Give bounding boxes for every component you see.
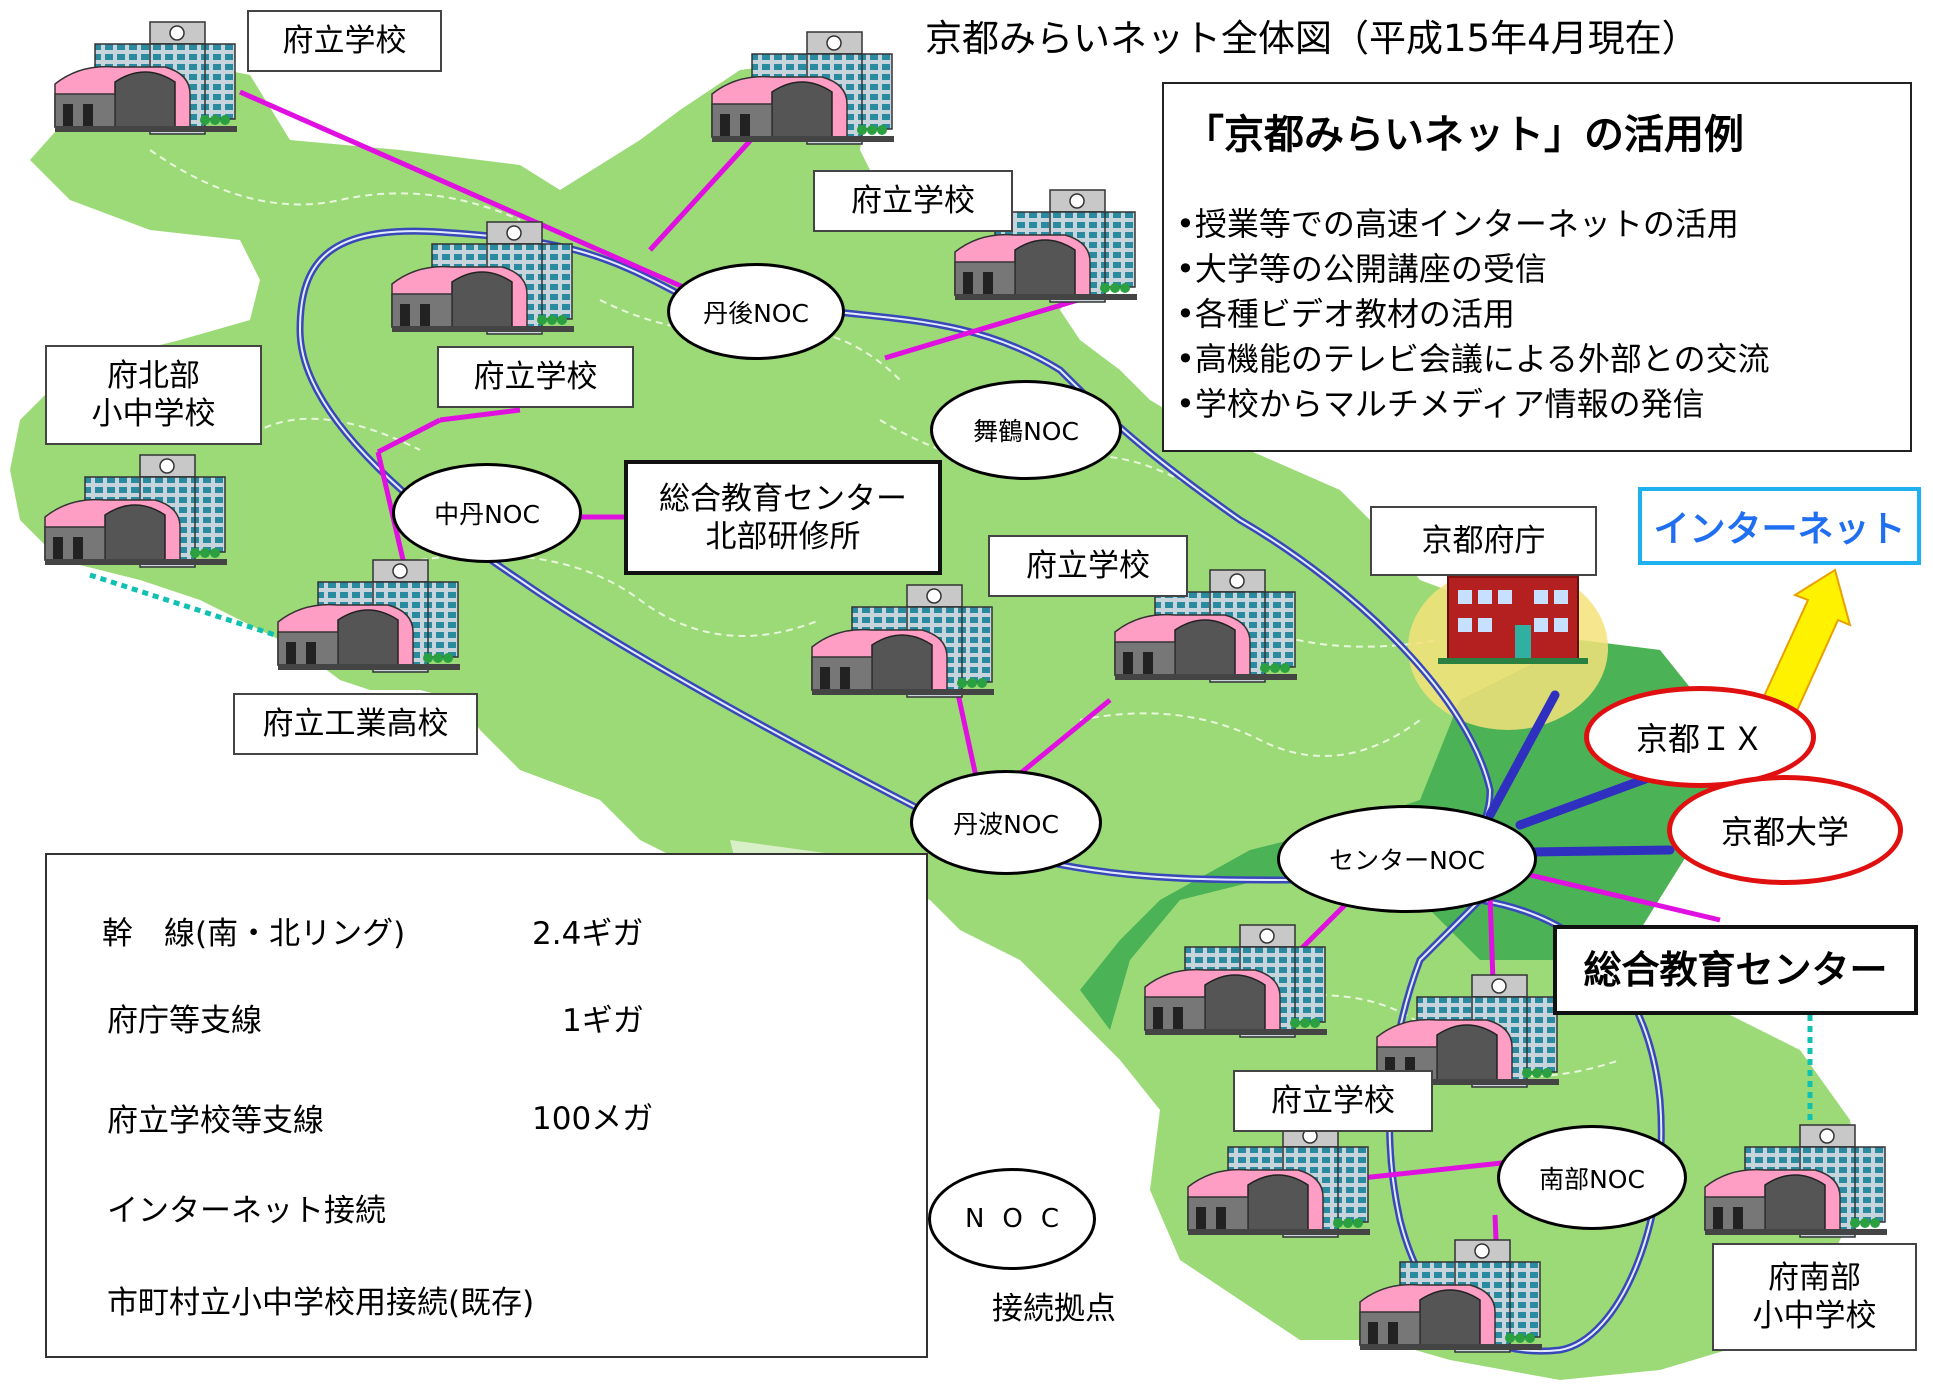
- legend-school-label: 府立学校等支線: [107, 1103, 324, 1139]
- legend-box: 幹 線(南・北リング) 2.4ギガ 府庁等支線 1ギガ 府立学校等支線 100メ…: [45, 853, 928, 1358]
- prefectural-office-label: 京都府庁: [1370, 506, 1597, 576]
- industrial-school-label: 府立工業高校: [233, 693, 478, 755]
- north-elementary-line2: 小中学校: [91, 396, 216, 432]
- legend-gov-speed: 1ギガ: [562, 1003, 644, 1039]
- north-center-line1: 総合教育センター: [659, 480, 907, 517]
- general-education-center-label: 総合教育センター: [1553, 925, 1918, 1015]
- north-elementary-line1: 府北部: [107, 358, 200, 394]
- north-center-label: 総合教育センター 北部研修所: [624, 460, 942, 575]
- prefectural-office-building: [1438, 570, 1588, 664]
- usage-item: •高機能のテレビ会議による外部との交流: [1176, 340, 1770, 378]
- north-center-line2: 北部研修所: [705, 518, 861, 555]
- usage-examples-box: 「京都みらいネット」の活用例 •授業等での高速インターネットの活用 •大学等の公…: [1162, 82, 1912, 452]
- usage-item: •学校からマルチメディア情報の発信: [1176, 385, 1705, 423]
- noc-chutan: 中丹NOC: [392, 463, 582, 563]
- internet-label: インターネット: [1638, 487, 1921, 565]
- school-label-ne: 府立学校: [813, 170, 1013, 232]
- kyoto-ix-node: 京都ＩＸ: [1584, 686, 1816, 788]
- south-elementary-line1: 府南部: [1768, 1260, 1861, 1296]
- usage-item: •各種ビデオ教材の活用: [1176, 295, 1515, 333]
- school-label-mid: 府立学校: [988, 535, 1188, 597]
- noc-nanbu: 南部NOC: [1497, 1125, 1687, 1230]
- noc-center: センターNOC: [1277, 805, 1537, 913]
- school-label-south: 府立学校: [1233, 1070, 1433, 1132]
- usage-heading: 「京都みらいネット」の活用例: [1184, 112, 1744, 158]
- legend-noc-sample: NOC: [928, 1168, 1096, 1270]
- legend-trunk-label: 幹 線(南・北リング): [102, 916, 406, 952]
- usage-item: •大学等の公開講座の受信: [1176, 250, 1547, 288]
- south-elementary-line2: 小中学校: [1752, 1298, 1877, 1334]
- legend-internet-label: インターネット接続: [107, 1193, 386, 1229]
- school-label-center-north: 府立学校: [437, 346, 634, 408]
- usage-list: •授業等での高速インターネットの活用 •大学等の公開講座の受信 •各種ビデオ教材…: [1176, 202, 1770, 427]
- north-trunk-ring: [296, 227, 1494, 884]
- legend-noc-note: 接続拠点: [992, 1291, 1116, 1327]
- school-building-nw: [54, 21, 238, 135]
- legend-school-speed: 100メガ: [532, 1101, 654, 1137]
- noc-tango: 丹後NOC: [667, 263, 845, 360]
- school-building-n: [711, 31, 895, 145]
- legend-trunk-speed: 2.4ギガ: [532, 916, 644, 952]
- south-elementary-label: 府南部 小中学校: [1712, 1243, 1917, 1351]
- legend-municipal-label: 市町村立小中学校用接続(既存): [107, 1285, 535, 1321]
- north-elementary-label: 府北部 小中学校: [45, 345, 262, 445]
- noc-maizuru: 舞鶴NOC: [930, 380, 1122, 480]
- school-label-nw: 府立学校: [247, 10, 442, 72]
- usage-item: •授業等での高速インターネットの活用: [1176, 205, 1739, 243]
- legend-gov-label: 府庁等支線: [107, 1003, 262, 1039]
- page-title: 京都みらいネット全体図（平成15年4月現在）: [925, 17, 1699, 60]
- internet-arrow: [1758, 568, 1852, 717]
- kyoto-university-node: 京都大学: [1667, 775, 1903, 885]
- noc-tanba: 丹波NOC: [910, 770, 1102, 875]
